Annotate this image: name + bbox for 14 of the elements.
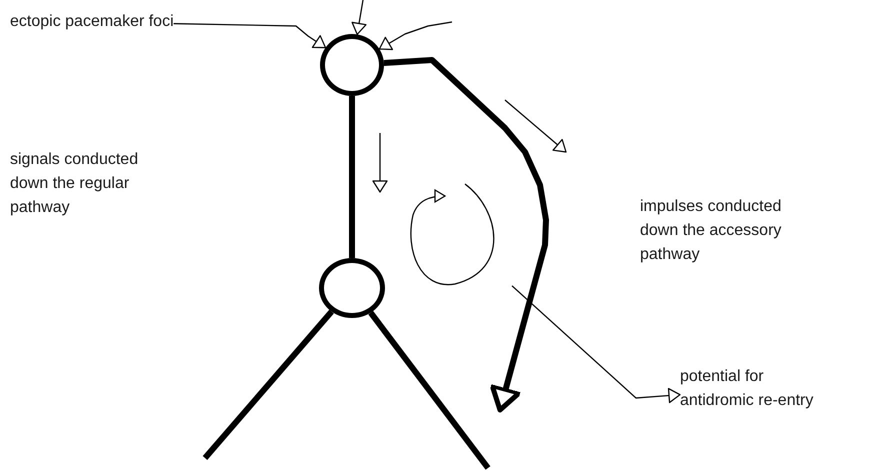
node-circle bbox=[319, 258, 385, 318]
annotation-text: impulses conducted down the accessory pathway bbox=[640, 195, 820, 267]
node-circle bbox=[320, 34, 384, 96]
annotation-text: ectopic pacemaker foci bbox=[10, 10, 174, 34]
leader-arrow bbox=[174, 23, 326, 48]
conduction-pathway bbox=[384, 57, 549, 412]
arrow bbox=[378, 21, 452, 50]
annotation-text: potential for antidromic re-entry bbox=[680, 365, 830, 413]
annotation-text: signals conducted down the regular pathway bbox=[10, 148, 175, 220]
arrow bbox=[352, 0, 367, 35]
conduction-pathway bbox=[368, 310, 490, 470]
arrow bbox=[512, 285, 681, 404]
conduction-pathway bbox=[202, 310, 334, 460]
conduction-pathway bbox=[349, 96, 355, 258]
